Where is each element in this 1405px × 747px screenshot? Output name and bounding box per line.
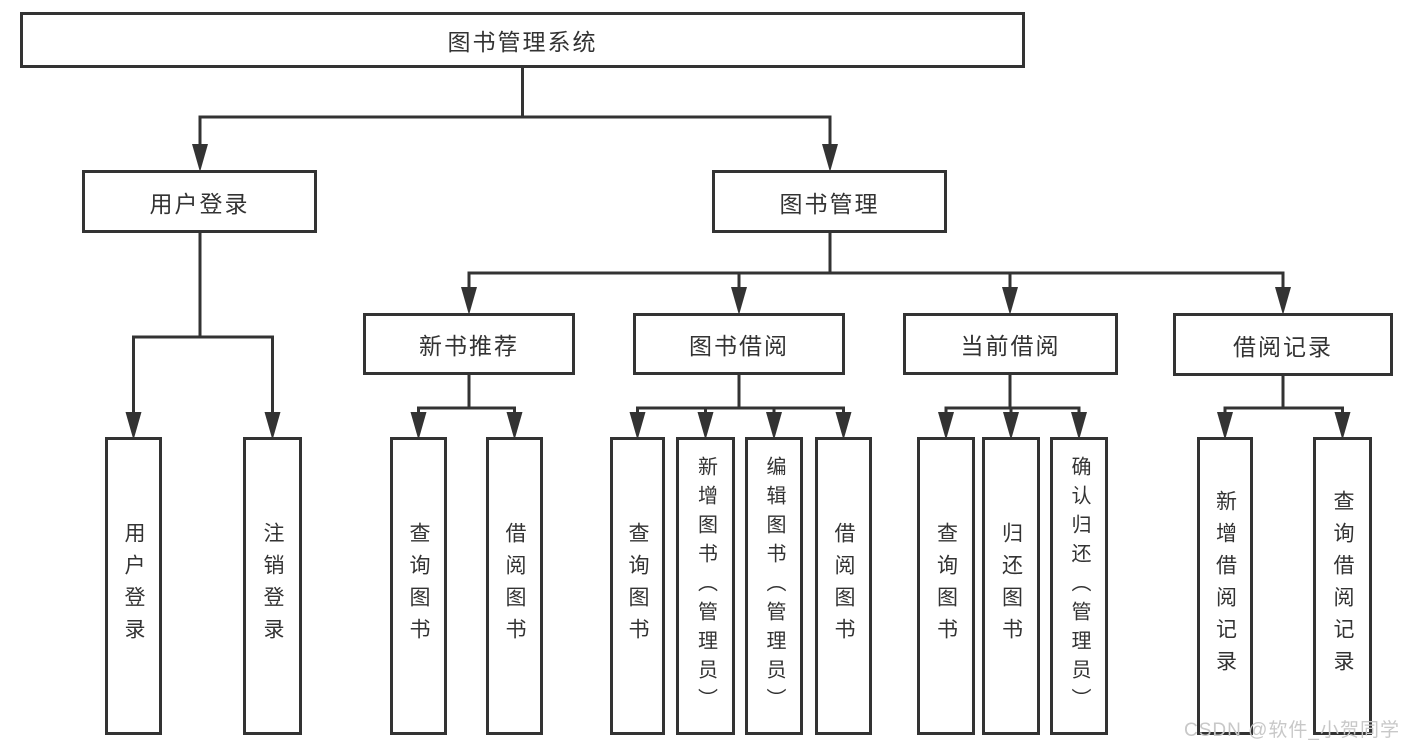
leaf-current-query-books-label: 查询图书 [934, 522, 958, 650]
leaf-borrowing-add-books-admin-label: 新增图书（管理员） [694, 455, 717, 717]
node-book-management-label: 图书管理 [779, 190, 880, 217]
node-user-login: 用户登录 [82, 170, 317, 233]
leaf-current-return-books: 归还图书 [982, 437, 1040, 735]
node-book-borrowing: 图书借阅 [633, 313, 845, 375]
node-book-management: 图书管理 [712, 170, 947, 233]
leaf-borrowing-edit-books-admin: 编辑图书（管理员） [745, 437, 803, 735]
node-new-book-recommend: 新书推荐 [363, 313, 575, 375]
leaf-user-login: 用户登录 [105, 437, 162, 735]
node-current-borrowing: 当前借阅 [903, 313, 1118, 375]
leaf-current-query-books: 查询图书 [917, 437, 975, 735]
node-user-login-label: 用户登录 [149, 190, 250, 217]
node-book-borrowing-label: 图书借阅 [689, 333, 789, 359]
leaf-records-query-record-label: 查询借阅记录 [1331, 490, 1354, 682]
leaf-current-confirm-return-admin: 确认归还（管理员） [1050, 437, 1108, 735]
node-borrowing-records-label: 借阅记录 [1233, 333, 1333, 360]
node-library-system-label: 图书管理系统 [447, 29, 598, 55]
leaf-records-add-record: 新增借阅记录 [1197, 437, 1253, 735]
node-current-borrowing-label: 当前借阅 [960, 333, 1061, 359]
leaf-borrowing-query-books-label: 查询图书 [626, 522, 649, 650]
leaf-recommend-borrow-books-label: 借阅图书 [503, 522, 526, 650]
node-library-system: 图书管理系统 [20, 12, 1025, 68]
leaf-borrowing-borrow-books: 借阅图书 [815, 437, 872, 735]
csdn-watermark: CSDN @软件_小贺同学 [1184, 720, 1400, 741]
node-borrowing-records: 借阅记录 [1173, 313, 1393, 376]
leaf-recommend-query-books-label: 查询图书 [407, 522, 430, 650]
leaf-recommend-borrow-books: 借阅图书 [486, 437, 543, 735]
leaf-recommend-query-books: 查询图书 [390, 437, 447, 735]
leaf-records-query-record: 查询借阅记录 [1313, 437, 1372, 735]
leaf-borrowing-borrow-books-label: 借阅图书 [832, 522, 855, 650]
node-new-book-recommend-label: 新书推荐 [419, 333, 519, 359]
leaf-borrowing-add-books-admin: 新增图书（管理员） [676, 437, 735, 735]
leaf-user-login-label: 用户登录 [122, 522, 145, 650]
leaf-current-return-books-label: 归还图书 [999, 522, 1023, 650]
leaf-records-add-record-label: 新增借阅记录 [1213, 490, 1237, 682]
arrowheads [125, 144, 1351, 440]
leaf-logout-label: 注销登录 [261, 522, 284, 650]
leaf-current-confirm-return-admin-label: 确认归还（管理员） [1068, 455, 1090, 717]
leaf-borrowing-edit-books-admin-label: 编辑图书（管理员） [763, 455, 785, 717]
leaf-logout: 注销登录 [243, 437, 302, 735]
leaf-borrowing-query-books: 查询图书 [610, 437, 665, 735]
